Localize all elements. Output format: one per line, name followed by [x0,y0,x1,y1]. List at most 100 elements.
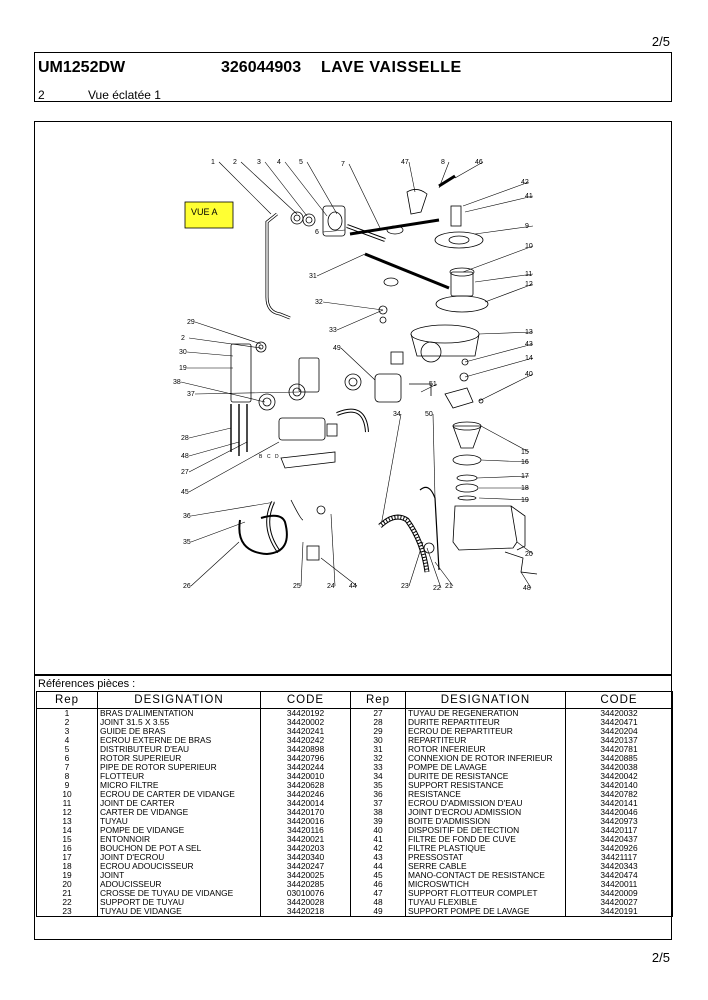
callout-37: 37 [187,391,195,398]
cell-rep-left: 20 [36,880,98,889]
cell-designation-right: BOITE D'ADMISSION [405,817,566,826]
product-reference: 326044903 [221,59,302,76]
cell-rep-right: 39 [350,817,406,826]
connector-letter-b: B [259,454,263,460]
leader-line [516,541,534,555]
cell-designation-right: ECROU D'ADMISSION D'EAU [405,799,566,808]
callout-23: 23 [401,583,409,590]
cell-designation-right: SUPPORT FLOTTEUR COMPLET [405,889,566,898]
cell-rep-right: 36 [350,790,406,799]
cell-code-left: 34420014 [260,799,351,808]
leader-line [480,459,530,463]
cell-designation-left: ECROU DE CARTER DE VIDANGE [97,790,261,799]
callout-42: 42 [521,179,529,186]
header-designation-right: DESIGNATION [405,691,566,709]
header-code-right: CODE [565,691,673,709]
leader-line [484,283,534,303]
leader-line [284,161,328,217]
cell-code-left: 34420242 [260,736,351,745]
leader-line [480,425,530,453]
leader-line [426,547,442,589]
cell-rep-right: 27 [350,708,406,718]
cell-code-left: 34420246 [260,790,351,799]
cell-rep-right: 29 [350,727,406,736]
cell-code-right: 34420027 [565,898,673,907]
cell-code-right: 34420011 [565,880,673,889]
leader-line [454,161,484,179]
leader-line [194,321,262,345]
cell-code-right: 34420885 [565,754,673,763]
cell-rep-right: 37 [350,799,406,808]
cell-code-left: 34420203 [260,844,351,853]
cell-designation-right: TUYAU DE REGENERATION [405,708,566,718]
document-header: UM1252DW 326044903 LAVE VAISSELLE 2 Vue … [34,52,672,102]
cell-designation-left: ECROU ADOUCISSEUR [97,862,261,871]
leader-line [408,161,416,193]
cell-rep-right: 38 [350,808,406,817]
cell-code-left: 34420340 [260,853,351,862]
callout-36: 36 [183,513,191,520]
callout-10: 10 [525,243,533,250]
callout-5: 5 [299,159,303,166]
leader-line [474,273,534,283]
cell-rep-left: 19 [36,871,98,880]
callout-17: 17 [521,473,529,480]
cell-code-left: 34420116 [260,826,351,835]
callout-19: 19 [521,497,529,504]
callout-46: 46 [475,159,483,166]
header-rep-right: Rep [350,691,406,709]
cell-rep-right: 49 [350,907,406,917]
model-number: UM1252DW [38,59,126,76]
cell-rep-left: 23 [36,907,98,917]
cell-designation-left: JOINT D'ECROU [97,853,261,862]
cell-rep-left: 15 [36,835,98,844]
leader-line [188,337,262,349]
cell-code-left: 34420241 [260,727,351,736]
callout-15: 15 [521,449,529,456]
cell-designation-right: SUPPORT POMPE DE LAVAGE [405,907,566,917]
leader-line [322,301,384,311]
callout-44: 44 [349,583,357,590]
cell-code-right: 34420926 [565,844,673,853]
cell-rep-right: 33 [350,763,406,772]
leader-line [462,245,534,273]
cell-designation-left: CARTER DE VIDANGE [97,808,261,817]
callout-19: 19 [179,365,187,372]
cell-designation-right: FILTRE DE FOND DE CUVE [405,835,566,844]
leader-line [264,161,308,217]
cell-rep-left: 18 [36,862,98,871]
leader-line [320,557,358,587]
cell-rep-right: 44 [350,862,406,871]
cell-code-left: 34420002 [260,718,351,727]
cell-code-right: 34420137 [565,736,673,745]
callout-48: 48 [523,585,531,592]
callout-3: 3 [257,159,261,166]
cell-designation-left: SUPPORT DE TUYAU [97,898,261,907]
cell-rep-left: 5 [36,745,98,754]
cell-designation-left: ECROU EXTERNE DE BRAS [97,736,261,745]
callout-48: 48 [181,453,189,460]
parts-table: Rep DESIGNATION CODE Rep DESIGNATION COD… [36,691,673,917]
cell-rep-left: 9 [36,781,98,790]
cell-designation-left: TUYAU DE VIDANGE [97,907,261,917]
cell-designation-left: BOUCHON DE POT A SEL [97,844,261,853]
cell-rep-right: 40 [350,826,406,835]
leader-line [432,413,436,499]
cell-code-left: 34420247 [260,862,351,871]
callout-35: 35 [183,539,191,546]
cell-designation-right: DURITE DE RESISTANCE [405,772,566,781]
cell-rep-right: 47 [350,889,406,898]
cell-rep-left: 22 [36,898,98,907]
cell-rep-right: 41 [350,835,406,844]
page-number-top: 2/5 [651,34,670,49]
cell-designation-right: PRESSOSTAT [405,853,566,862]
cell-designation-right: ECROU DE REPARTITEUR [405,727,566,736]
